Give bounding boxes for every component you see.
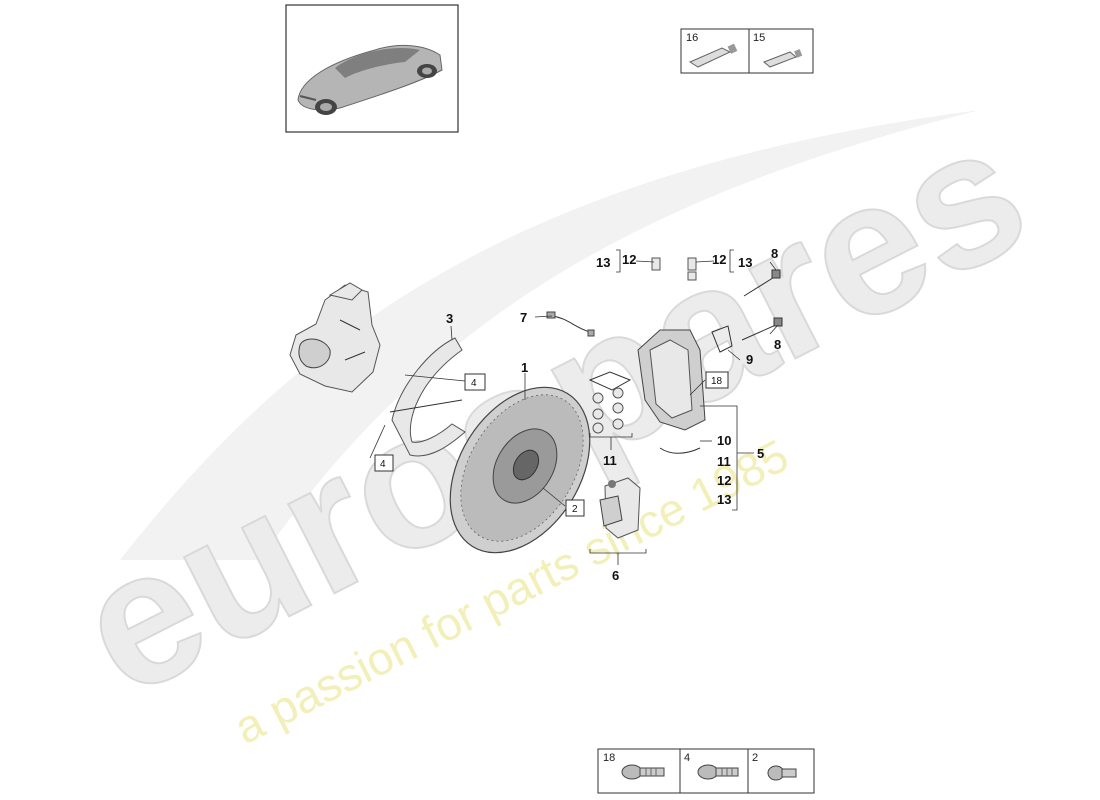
legend-number-18: 18 [603,752,615,764]
callout-6: 6 [612,568,619,583]
callout-1: 1 [521,360,528,375]
brake-pads [599,477,641,539]
callout-13-group: 13 [717,492,731,507]
callout-12-left: 12 [622,252,636,267]
callout-11-group: 11 [717,454,731,469]
callout-8-lower: 8 [774,337,781,352]
caliper-bolts [741,269,783,341]
vehicle-thumbnail [285,4,459,133]
flange-bolt-4-icon [697,764,739,780]
paste-tube-icon [763,49,803,68]
callout-3: 3 [446,311,453,326]
retaining-spring [711,325,733,353]
callouts: 3 1 7 8 8 9 13 12 12 13 11 5 6 10 11 12 … [446,246,781,583]
callout-12-group: 12 [717,473,731,488]
callout-13-right: 13 [738,255,752,270]
wear-sensor [546,311,595,337]
callout-12-right: 12 [712,252,726,267]
boxed-ref-2: 2 [572,504,578,515]
wheel-carrier [289,282,381,393]
callout-5: 5 [757,446,764,461]
callout-13-left: 13 [596,255,610,270]
callout-7: 7 [520,310,527,325]
boxed-references: 4 4 2 18 [374,371,729,517]
leader-lines [369,249,779,565]
torx-screw-2-icon [767,765,797,781]
seal-kit [588,371,632,434]
watermark-swoosh [120,110,980,560]
legend-number-15: 15 [753,32,765,44]
legend-number-16: 16 [686,32,698,44]
callout-10: 10 [717,433,731,448]
boxed-ref-4-upper: 4 [471,378,477,389]
top-legend: 16 15 [680,28,814,74]
flange-bolt-18-icon [621,764,665,780]
callout-9: 9 [746,352,753,367]
callout-8-upper: 8 [771,246,778,261]
dust-shield [389,337,466,457]
bottom-legend: 18 4 2 [597,748,815,794]
boxed-ref-18: 18 [711,376,723,387]
legend-number-4: 4 [684,752,690,764]
legend-number-2: 2 [752,752,758,764]
boxed-ref-4-lower: 4 [380,459,386,470]
brake-caliper [637,329,706,454]
grease-tube-icon [688,43,738,68]
bleeder-screws [651,257,697,281]
callout-11: 11 [603,453,617,468]
brake-disc [449,386,591,554]
